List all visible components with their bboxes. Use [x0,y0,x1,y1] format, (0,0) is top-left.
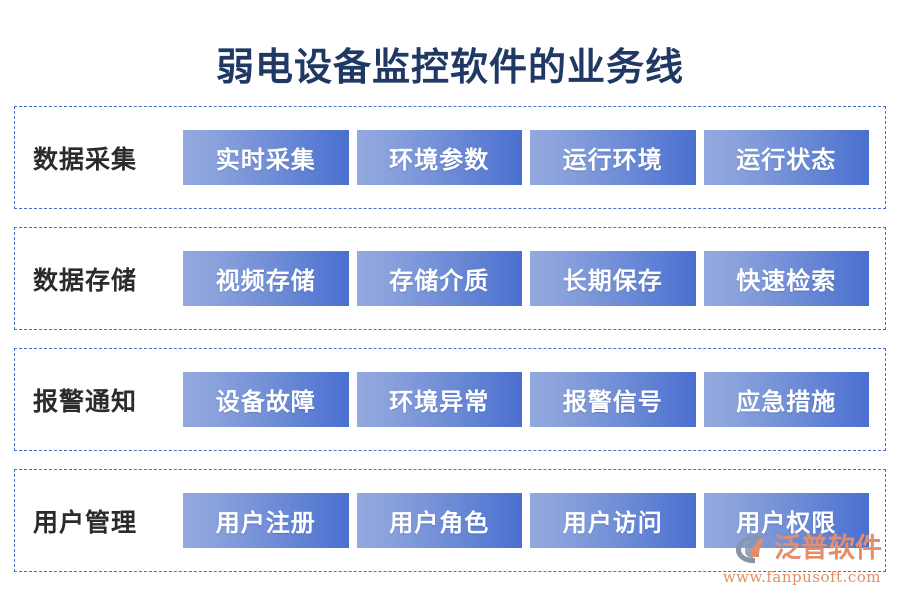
cell-item[interactable]: 用户角色 [356,493,522,548]
cell-item[interactable]: 运行状态 [703,130,869,185]
cell-item[interactable]: 用户权限 [703,493,869,548]
row-alarm-notification: 报警通知 设备故障 环境异常 报警信号 应急措施 [14,348,886,451]
brand-name: 泛普软件 [774,533,882,564]
brand-logo-row: 泛普软件 [712,530,882,568]
row-user-management: 用户管理 用户注册 用户角色 用户访问 用户权限 [14,469,886,572]
fanpu-circle-leaf-icon [733,532,769,566]
row-label: 报警通知 [33,386,138,416]
cell-item[interactable]: 用户访问 [530,493,696,548]
cell-item[interactable]: 应急措施 [703,372,869,427]
row-data-storage: 数据存储 视频存储 存储介质 长期保存 快速检索 [14,227,886,330]
row-cells: 视频存储 存储介质 长期保存 快速检索 [183,251,869,306]
row-cells: 设备故障 环境异常 报警信号 应急措施 [183,372,869,427]
cell-item[interactable]: 设备故障 [183,372,349,427]
cell-item[interactable]: 环境参数 [356,130,522,185]
cell-item[interactable]: 环境异常 [356,372,522,427]
cell-item[interactable]: 报警信号 [530,372,696,427]
cell-item[interactable]: 长期保存 [530,251,696,306]
cell-item[interactable]: 用户注册 [183,493,349,548]
cell-item[interactable]: 快速检索 [703,251,869,306]
cell-item[interactable]: 实时采集 [183,130,349,185]
business-line-rows: 数据采集 实时采集 环境参数 运行环境 运行状态 数据存储 视频存储 存储介质 … [14,106,886,590]
cell-item[interactable]: 运行环境 [530,130,696,185]
row-label: 数据采集 [33,144,138,174]
brand-logo: 泛普软件 www.fanpusoft.com [712,530,882,592]
row-cells: 用户注册 用户角色 用户访问 用户权限 [183,493,869,548]
row-label: 数据存储 [33,265,138,295]
page-title: 弱电设备监控软件的业务线 [215,44,684,89]
cell-item[interactable]: 视频存储 [183,251,349,306]
row-data-collection: 数据采集 实时采集 环境参数 运行环境 运行状态 [14,106,886,209]
row-label: 用户管理 [33,507,138,537]
row-cells: 实时采集 环境参数 运行环境 运行状态 [183,130,869,185]
brand-url: www.fanpusoft.com [722,568,881,586]
cell-item[interactable]: 存储介质 [356,251,522,306]
